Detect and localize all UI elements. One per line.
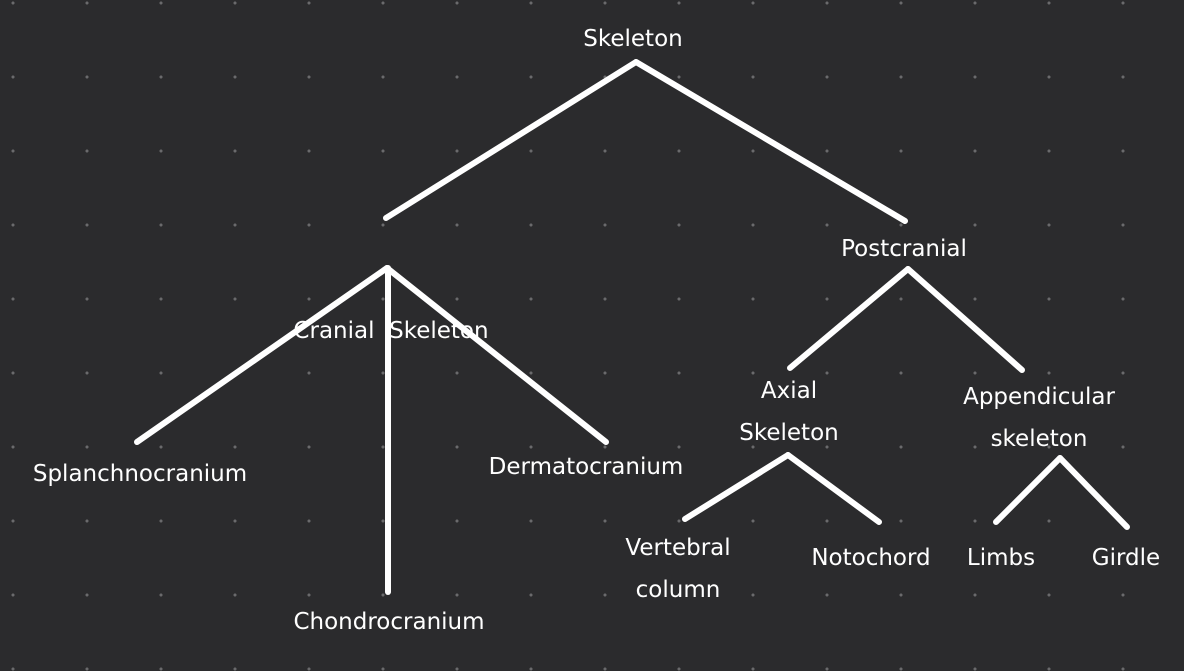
edge-axial-vertebral (682, 452, 791, 522)
node-cranial-skeleton: Cranial Skeleton (293, 226, 488, 436)
edge-postcranial-axial (787, 266, 911, 371)
edge-skeleton-postcranial (633, 59, 908, 224)
edge-appendicular-girdle (1057, 455, 1130, 530)
node-skeleton-label: Skeleton (583, 26, 683, 52)
node-postcranial: Postcranial (841, 228, 967, 270)
edge-cranial-dermatocranium (384, 265, 609, 445)
node-vertebral-column-line1: Vertebral (625, 535, 731, 561)
node-axial-skeleton-line2: Skeleton (739, 420, 839, 446)
node-dermatocranium-label: Dermatocranium (488, 454, 684, 480)
edge-postcranial-appendicular (905, 266, 1025, 373)
node-dermatocranium: Dermatocranium (489, 446, 684, 488)
node-appendicular-skeleton-line2: skeleton (990, 426, 1088, 452)
node-axial-skeleton-line1: Axial (760, 378, 818, 404)
node-axial-skeleton: Axial Skeleton (739, 370, 838, 454)
node-notochord-label: Notochord (811, 545, 931, 571)
node-splanchnocranium-label: Splanchnocranium (32, 461, 248, 487)
node-appendicular-skeleton: Appendicular skeleton (963, 376, 1115, 460)
node-girdle: Girdle (1092, 537, 1160, 579)
edge-axial-notochord (785, 452, 882, 525)
node-vertebral-column: Vertebral column (625, 527, 730, 611)
node-chondrocranium-label: Chondrocranium (293, 609, 485, 635)
edge-skeleton-cranial (383, 59, 639, 221)
node-cranial-skeleton-label: Cranial Skeleton (293, 318, 489, 344)
edge-appendicular-limbs (993, 455, 1063, 525)
node-chondrocranium: Chondrocranium (293, 601, 484, 643)
node-vertebral-column-line2: column (635, 577, 721, 603)
node-splanchnocranium: Splanchnocranium (33, 453, 247, 495)
node-notochord: Notochord (811, 537, 930, 579)
edge-cranial-splanchnocranium (134, 265, 390, 445)
node-postcranial-label: Postcranial (841, 236, 967, 262)
node-girdle-label: Girdle (1091, 545, 1161, 571)
node-limbs: Limbs (967, 537, 1035, 579)
node-appendicular-skeleton-line1: Appendicular (963, 384, 1115, 410)
node-limbs-label: Limbs (966, 545, 1036, 571)
node-skeleton: Skeleton (583, 18, 682, 60)
